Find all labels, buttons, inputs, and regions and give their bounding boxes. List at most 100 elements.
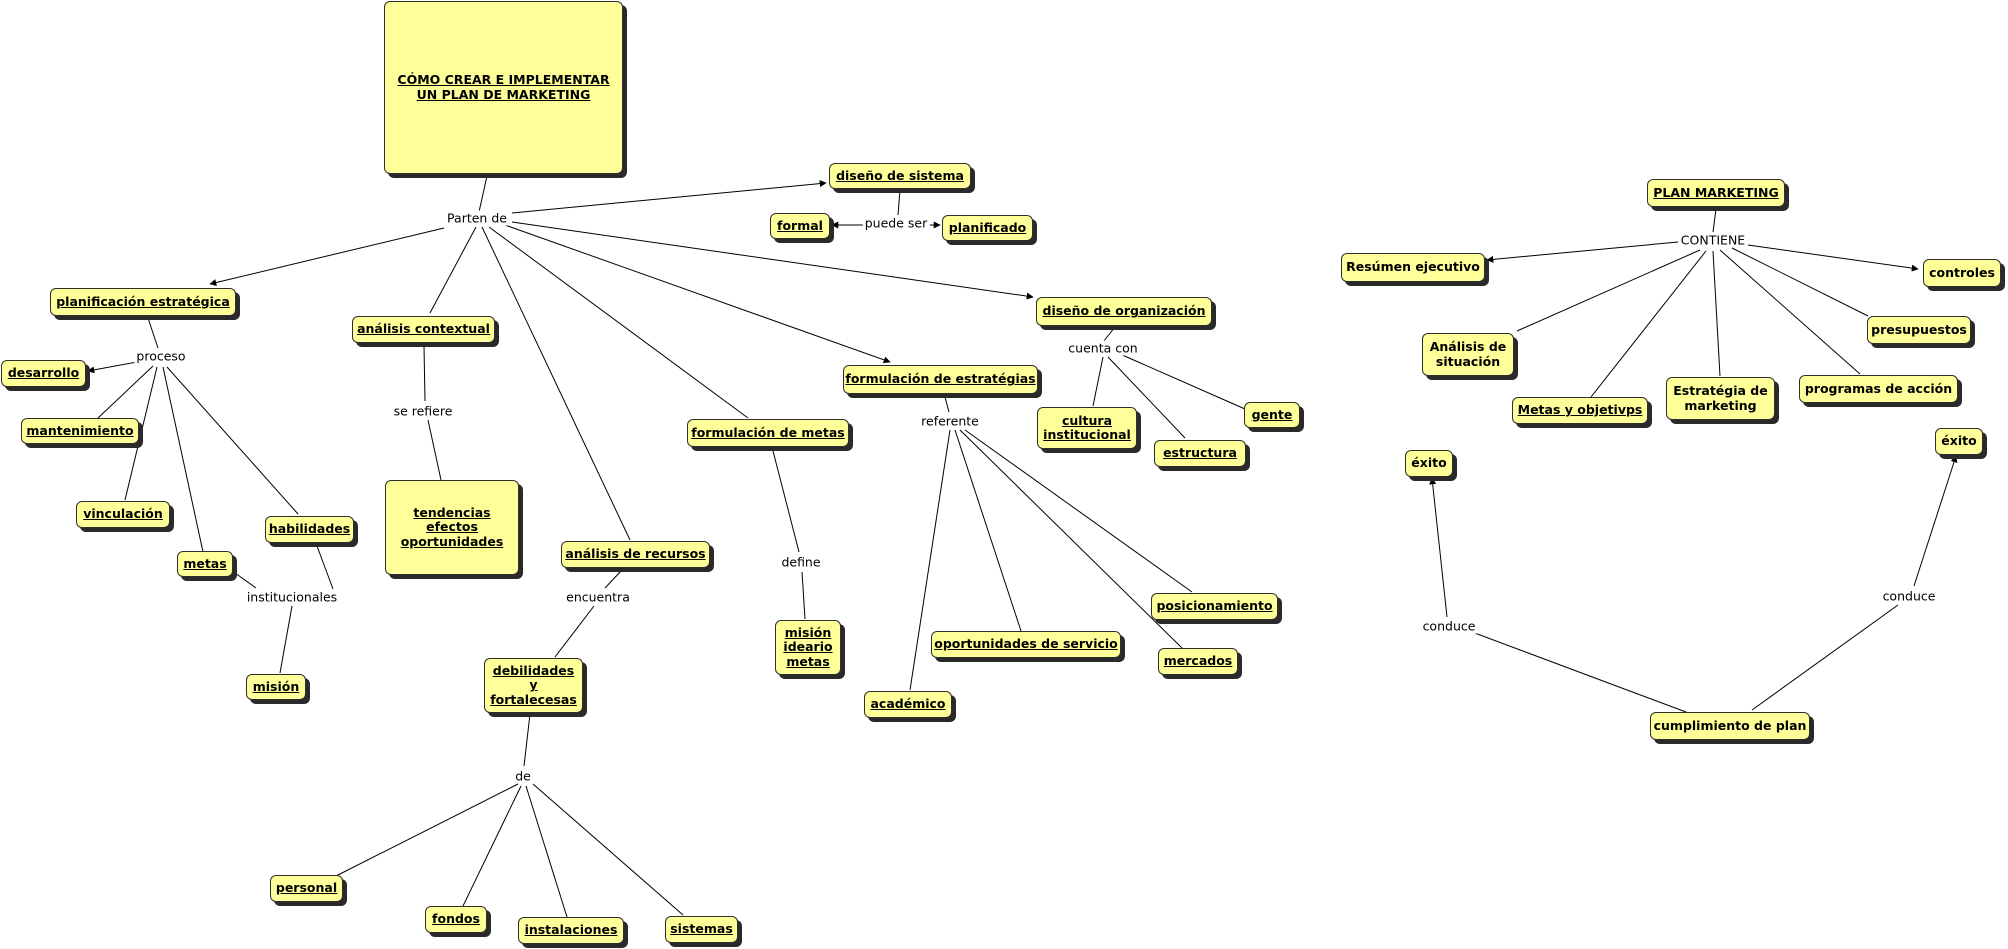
link-se-refiere-tendencias: [427, 419, 442, 481]
link-cumplimiento-conduce-right: [1751, 604, 1899, 711]
link-proceso-mantenimiento: [97, 365, 154, 419]
link-contiene-resumen: [1486, 241, 1679, 263]
link-parten-formulacion-estrategias: [504, 224, 891, 364]
link-cuenta-con-gente: [1119, 353, 1246, 410]
link-de-personal: [335, 783, 519, 877]
concept-controles[interactable]: controles: [1923, 259, 2001, 287]
link-cuenta-con-estructura: [1107, 356, 1186, 439]
link-conduce-exito-left: [1429, 477, 1448, 618]
link-contextual-se-refiere: [423, 345, 426, 402]
concept-plan-marketing[interactable]: PLAN MARKETING: [1647, 179, 1785, 207]
linking-phrase-institucionales: institucionales: [244, 589, 340, 605]
link-plan-contiene: [1712, 208, 1717, 233]
concept-gente[interactable]: gente: [1244, 402, 1300, 428]
link-parten-formulacion-metas: [488, 226, 749, 419]
concept-planificacion-estrategica[interactable]: planificación estratégica: [50, 288, 236, 316]
link-debilidades-de: [523, 713, 531, 767]
concept-resumen-ejecutivo[interactable]: Resúmen ejecutivo: [1341, 253, 1485, 282]
concept-habilidades[interactable]: habilidades: [265, 516, 354, 543]
concept-fondos[interactable]: fondos: [425, 906, 487, 933]
linking-phrase-contiene: CONTIENE: [1678, 232, 1748, 248]
link-referente-oportunidades: [954, 429, 1022, 632]
linking-phrase-proceso: proceso: [134, 348, 188, 364]
concept-analisis-situacion[interactable]: Análisis de situación: [1422, 333, 1514, 376]
concept-personal[interactable]: personal: [270, 875, 343, 902]
link-organizacion-cuenta-con: [1102, 326, 1116, 343]
link-contiene-presupuestos: [1731, 247, 1869, 317]
link-institucionales-mision: [279, 605, 293, 674]
concept-formal[interactable]: formal: [770, 213, 830, 239]
concept-exito-right[interactable]: éxito: [1935, 428, 1983, 455]
concept-posicionamiento[interactable]: posicionamiento: [1151, 593, 1278, 620]
linking-phrase-define: define: [779, 554, 823, 570]
concept-sistemas[interactable]: sistemas: [665, 916, 738, 943]
concept-cultura-institucional[interactable]: cultura institucional: [1037, 407, 1137, 449]
link-planificacion-proceso: [147, 317, 159, 349]
concept-instalaciones[interactable]: instalaciones: [518, 917, 624, 944]
link-parten-analisis-contextual: [429, 226, 477, 314]
link-proceso-habilidades: [166, 366, 299, 515]
link-parten-planificacion: [209, 227, 445, 286]
concept-mercados[interactable]: mercados: [1158, 648, 1238, 675]
link-metas-institucionales: [234, 572, 257, 589]
link-metas-define: [772, 450, 800, 553]
linking-phrase-parten-de: Parten de: [445, 210, 509, 226]
link-cumplimiento-conduce-left: [1471, 631, 1687, 713]
concept-exito-left[interactable]: éxito: [1405, 450, 1453, 477]
link-referente-academico: [909, 429, 951, 691]
concept-analisis-recursos[interactable]: análisis de recursos: [561, 541, 710, 568]
link-contiene-metas-objetivos: [1590, 250, 1707, 398]
link-parten-analisis-recursos: [481, 226, 631, 541]
link-define-mision: [801, 571, 806, 620]
concept-academico[interactable]: académico: [864, 691, 952, 718]
linking-phrase-cuenta-con: cuenta con: [1066, 340, 1140, 356]
concept-desarrollo[interactable]: desarrollo: [1, 360, 86, 387]
concept-tendencias[interactable]: tendencias efectos oportunidades: [385, 480, 519, 575]
concept-debilidades[interactable]: debilidades y fortalecesas: [484, 658, 583, 713]
link-referente-posicionamiento: [964, 429, 1193, 593]
link-proceso-desarrollo: [87, 361, 138, 374]
linking-phrase-se-refiere: se refiere: [391, 403, 455, 419]
concept-mantenimiento[interactable]: mantenimiento: [21, 418, 139, 444]
link-contiene-analisis: [1516, 249, 1701, 332]
linking-phrase-de: de: [513, 768, 533, 784]
link-de-instalaciones: [525, 785, 568, 918]
linking-phrase-referente: referente: [919, 413, 981, 429]
linking-phrase-puede-ser: puede ser: [862, 215, 930, 231]
link-contiene-programas: [1719, 249, 1861, 375]
link-recursos-encuentra: [604, 569, 623, 589]
link-encuentra-debilidades: [554, 605, 595, 658]
concept-analisis-contextual[interactable]: análisis contextual: [352, 316, 495, 343]
concept-formulacion-metas[interactable]: formulación de metas: [687, 419, 849, 447]
concept-cumplimiento-plan[interactable]: cumplimiento de plan: [1650, 712, 1810, 740]
link-conduce-exito-right: [1913, 455, 1958, 587]
link-parten-diseno-organizacion: [511, 221, 1034, 300]
link-referente-mercados: [959, 429, 1183, 649]
link-proceso-vinculacion: [124, 366, 158, 501]
concept-mision-ideario-metas[interactable]: misión ideario metas: [775, 620, 841, 675]
concept-metas-objetivos[interactable]: Metas y objetivps: [1512, 397, 1648, 424]
concept-diseno-sistema[interactable]: diseño de sistema: [829, 163, 971, 189]
link-parten-diseno-sistema: [511, 180, 827, 214]
concept-diseno-organizacion[interactable]: diseño de organización: [1036, 297, 1212, 326]
link-de-fondos: [462, 785, 522, 907]
concept-title[interactable]: CÓMO CREAR E IMPLEMENTAR UN PLAN DE MARK…: [384, 1, 623, 174]
concept-metas[interactable]: metas: [177, 551, 233, 577]
link-habilidades-institucionales: [316, 545, 334, 590]
concept-presupuestos[interactable]: presupuestos: [1867, 316, 1971, 344]
link-cuenta-con-cultura: [1092, 356, 1104, 407]
concept-estrategia-marketing[interactable]: Estratégia de marketing: [1666, 377, 1775, 420]
link-contiene-estrategia: [1712, 250, 1721, 377]
concept-oportunidades[interactable]: oportunidades de servicio: [931, 631, 1121, 658]
concept-vinculacion[interactable]: vinculación: [76, 501, 170, 528]
concept-mision[interactable]: misión: [246, 674, 306, 700]
concept-planificado[interactable]: planificado: [942, 215, 1033, 241]
link-contiene-controles: [1747, 244, 1919, 272]
link-de-sistemas: [532, 783, 684, 916]
concept-estructura[interactable]: estructura: [1154, 440, 1246, 467]
link-estrategias-referente: [944, 396, 950, 413]
concept-programas-accion[interactable]: programas de acción: [1799, 375, 1958, 403]
concept-formulacion-estrategias[interactable]: formulación de estratégias: [843, 365, 1038, 394]
linking-phrase-conduce-right: conduce: [1880, 588, 1938, 604]
